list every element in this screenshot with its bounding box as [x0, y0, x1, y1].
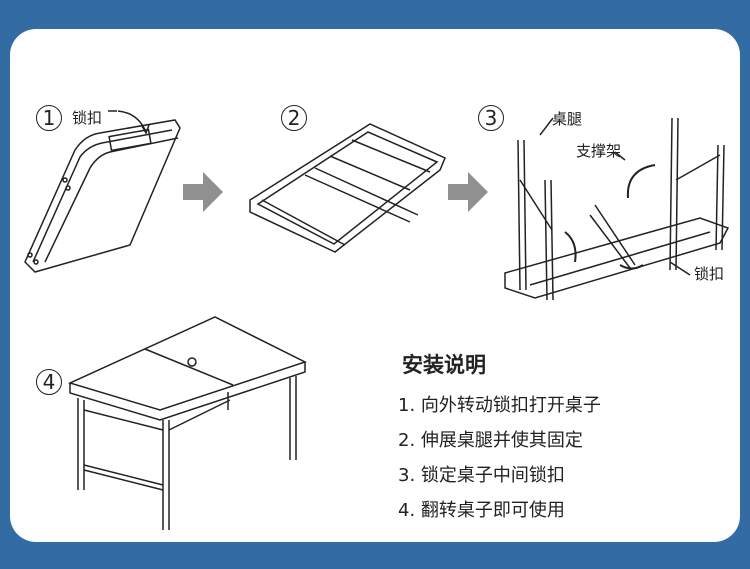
step-number-1: 1: [36, 105, 62, 131]
instruction-item: 3. 锁定桌子中间锁扣: [398, 465, 565, 486]
assembled-table-drawing: [67, 316, 307, 530]
label-support-frame: 支撑架: [576, 142, 622, 160]
instructions-title: 安装说明: [402, 353, 486, 377]
label-table-leg: 桌腿: [552, 110, 583, 128]
instruction-item: 2. 伸展桌腿并使其固定: [398, 430, 583, 451]
arrow-icon-1: [183, 172, 223, 212]
step-number-4: 4: [36, 369, 62, 395]
label-lock-1: 锁扣: [72, 109, 103, 127]
step-number-2: 2: [281, 105, 307, 131]
arrow-icon-2: [448, 172, 488, 212]
folded-table-drawing: [24, 110, 181, 273]
table-legs-extending-drawing: [504, 117, 730, 301]
step-number-3: 3: [478, 105, 504, 131]
instruction-item: 1. 向外转动锁扣打开桌子: [398, 395, 601, 416]
table-underside-drawing: [249, 123, 446, 253]
instruction-item: 4. 翻转桌子即可使用: [398, 500, 565, 521]
instructions-list: 1. 向外转动锁扣打开桌子 2. 伸展桌腿并使其固定 3. 锁定桌子中间锁扣 4…: [398, 392, 601, 532]
label-lock-3: 锁扣: [694, 265, 725, 283]
